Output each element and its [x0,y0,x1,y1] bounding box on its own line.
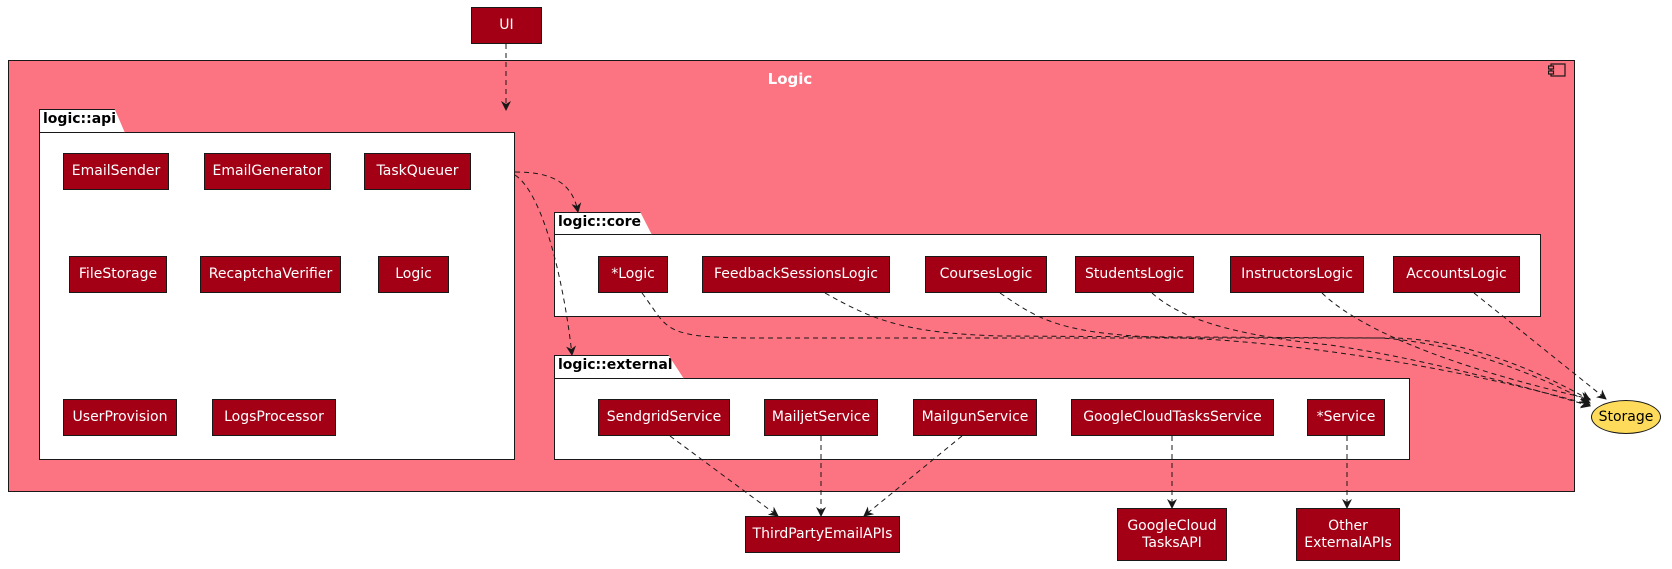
component-file-storage: FileStorage [69,256,167,293]
arrow-students-to-storage [1151,292,1591,409]
component-task-queuer: TaskQueuer [364,153,471,190]
ui-component: UI [471,7,542,44]
component-user-provision: UserProvision [63,399,177,436]
component-instructors-logic: InstructorsLogic [1230,256,1364,293]
storage-database: Storage [1591,400,1661,434]
component-logs-processor: LogsProcessor [212,399,336,436]
component-recaptcha-verifier: RecaptchaVerifier [200,256,341,293]
component-email-generator: EmailGenerator [204,153,331,190]
component-email-sender: EmailSender [63,153,169,190]
component-star-service: *Service [1307,399,1385,436]
component-google-cloud-tasks-api: GoogleCloud TasksAPI [1117,508,1227,561]
package-external-title: logic::external [554,355,684,379]
arrow-api-to-external [514,174,577,356]
arrow-courses-to-storage [999,292,1591,408]
component-sendgrid-service: SendgridService [598,399,730,436]
component-feedback-sessions-logic: FeedbackSessionsLogic [702,256,890,293]
package-api-title: logic::api [39,109,125,133]
component-other-external-apis: Other ExternalAPIs [1296,508,1400,561]
arrow-api-to-core [514,171,582,213]
arrow-feedback-to-storage [824,292,1591,404]
package-core-title: logic::core [554,212,652,235]
component-mailgun-service: MailgunService [913,399,1037,436]
component-accounts-logic: AccountsLogic [1393,256,1520,293]
arrow-star-logic-to-storage [641,292,1591,401]
component-star-logic: *Logic [598,256,668,293]
arrow-accounts-to-storage [1473,292,1607,400]
component-mailjet-service: MailjetService [764,399,878,436]
component-courses-logic: CoursesLogic [925,256,1047,293]
component-icon [1548,63,1566,77]
arrow-instructors-to-storage [1321,292,1591,402]
component-google-cloud-tasks-service: GoogleCloudTasksService [1071,399,1274,436]
component-students-logic: StudentsLogic [1075,256,1194,293]
arrow-mailgun-to-thirdparty [863,435,963,517]
component-logic: Logic [378,256,449,293]
component-third-party-email-apis: ThirdPartyEmailAPIs [745,516,900,553]
arrow-sendgrid-to-thirdparty [669,435,779,517]
logic-title: Logic [767,70,813,88]
